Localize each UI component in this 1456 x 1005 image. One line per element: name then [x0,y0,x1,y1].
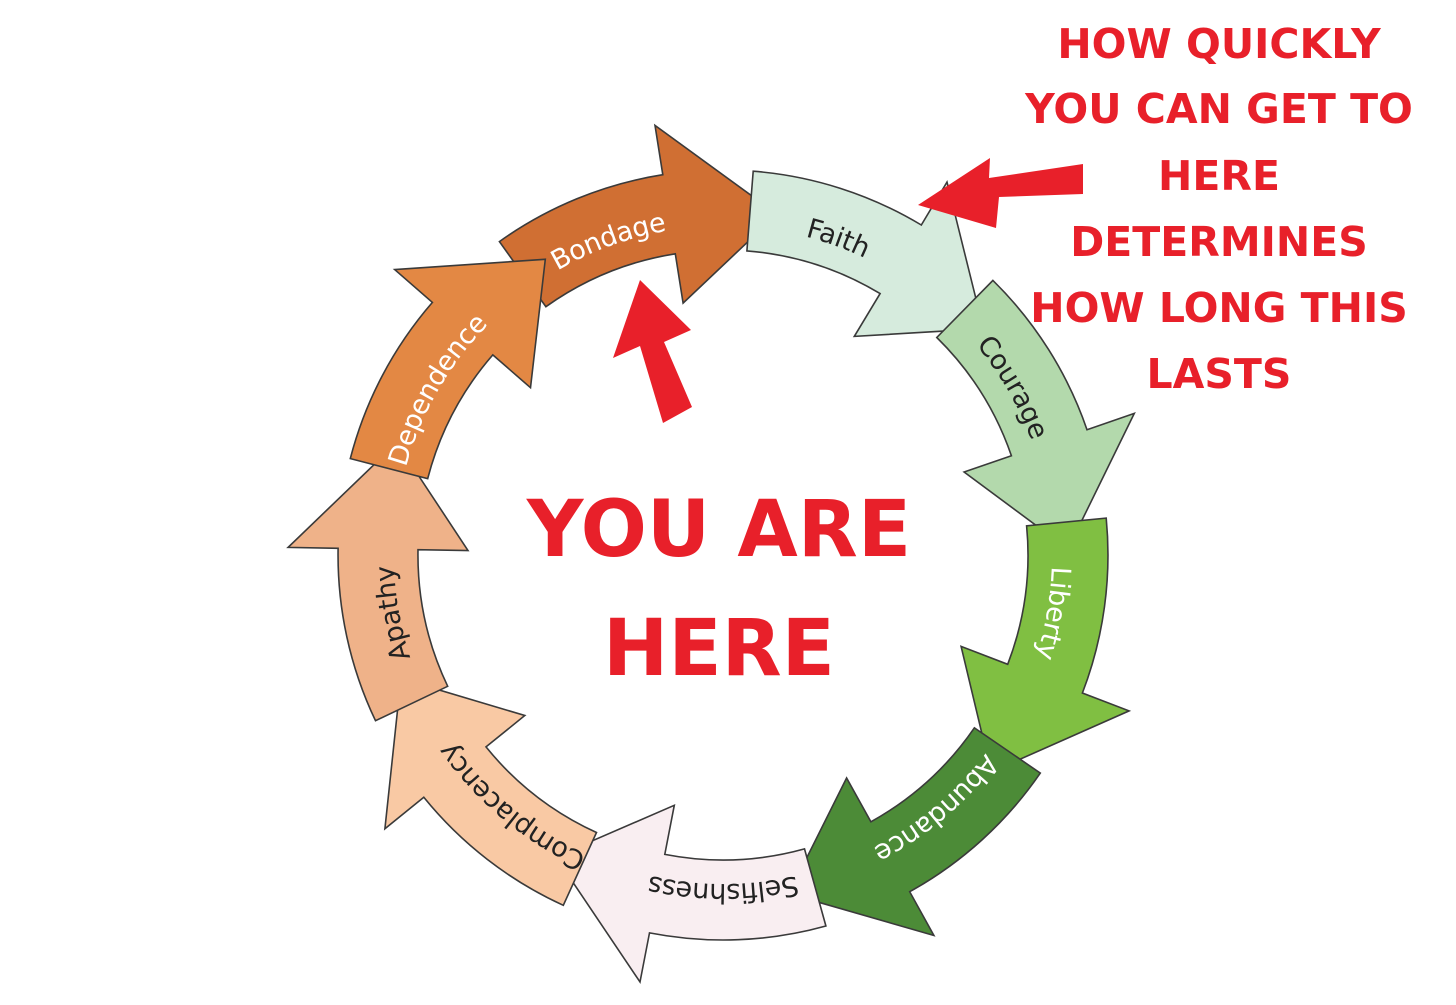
note-line-2: YOU CAN GET TO [1024,85,1413,133]
cycle-ring [286,123,1136,985]
note-line-1: HOW QUICKLY [1057,20,1382,68]
note-line-4: DETERMINES [1070,218,1368,266]
note-line-5: HOW LONG THIS [1030,284,1408,332]
note-callout: HOW QUICKLY YOU CAN GET TO HERE DETERMIN… [1024,20,1413,398]
center-callout-line2: HERE [603,604,835,694]
note-line-6: LASTS [1147,350,1292,398]
center-callout-line1: YOU ARE [526,485,911,575]
faith-pointer-arrow [918,158,1083,228]
note-line-3: HERE [1158,152,1280,200]
you-are-here-arrow [613,280,692,423]
cycle-segment-dependence-arrow [349,258,547,480]
